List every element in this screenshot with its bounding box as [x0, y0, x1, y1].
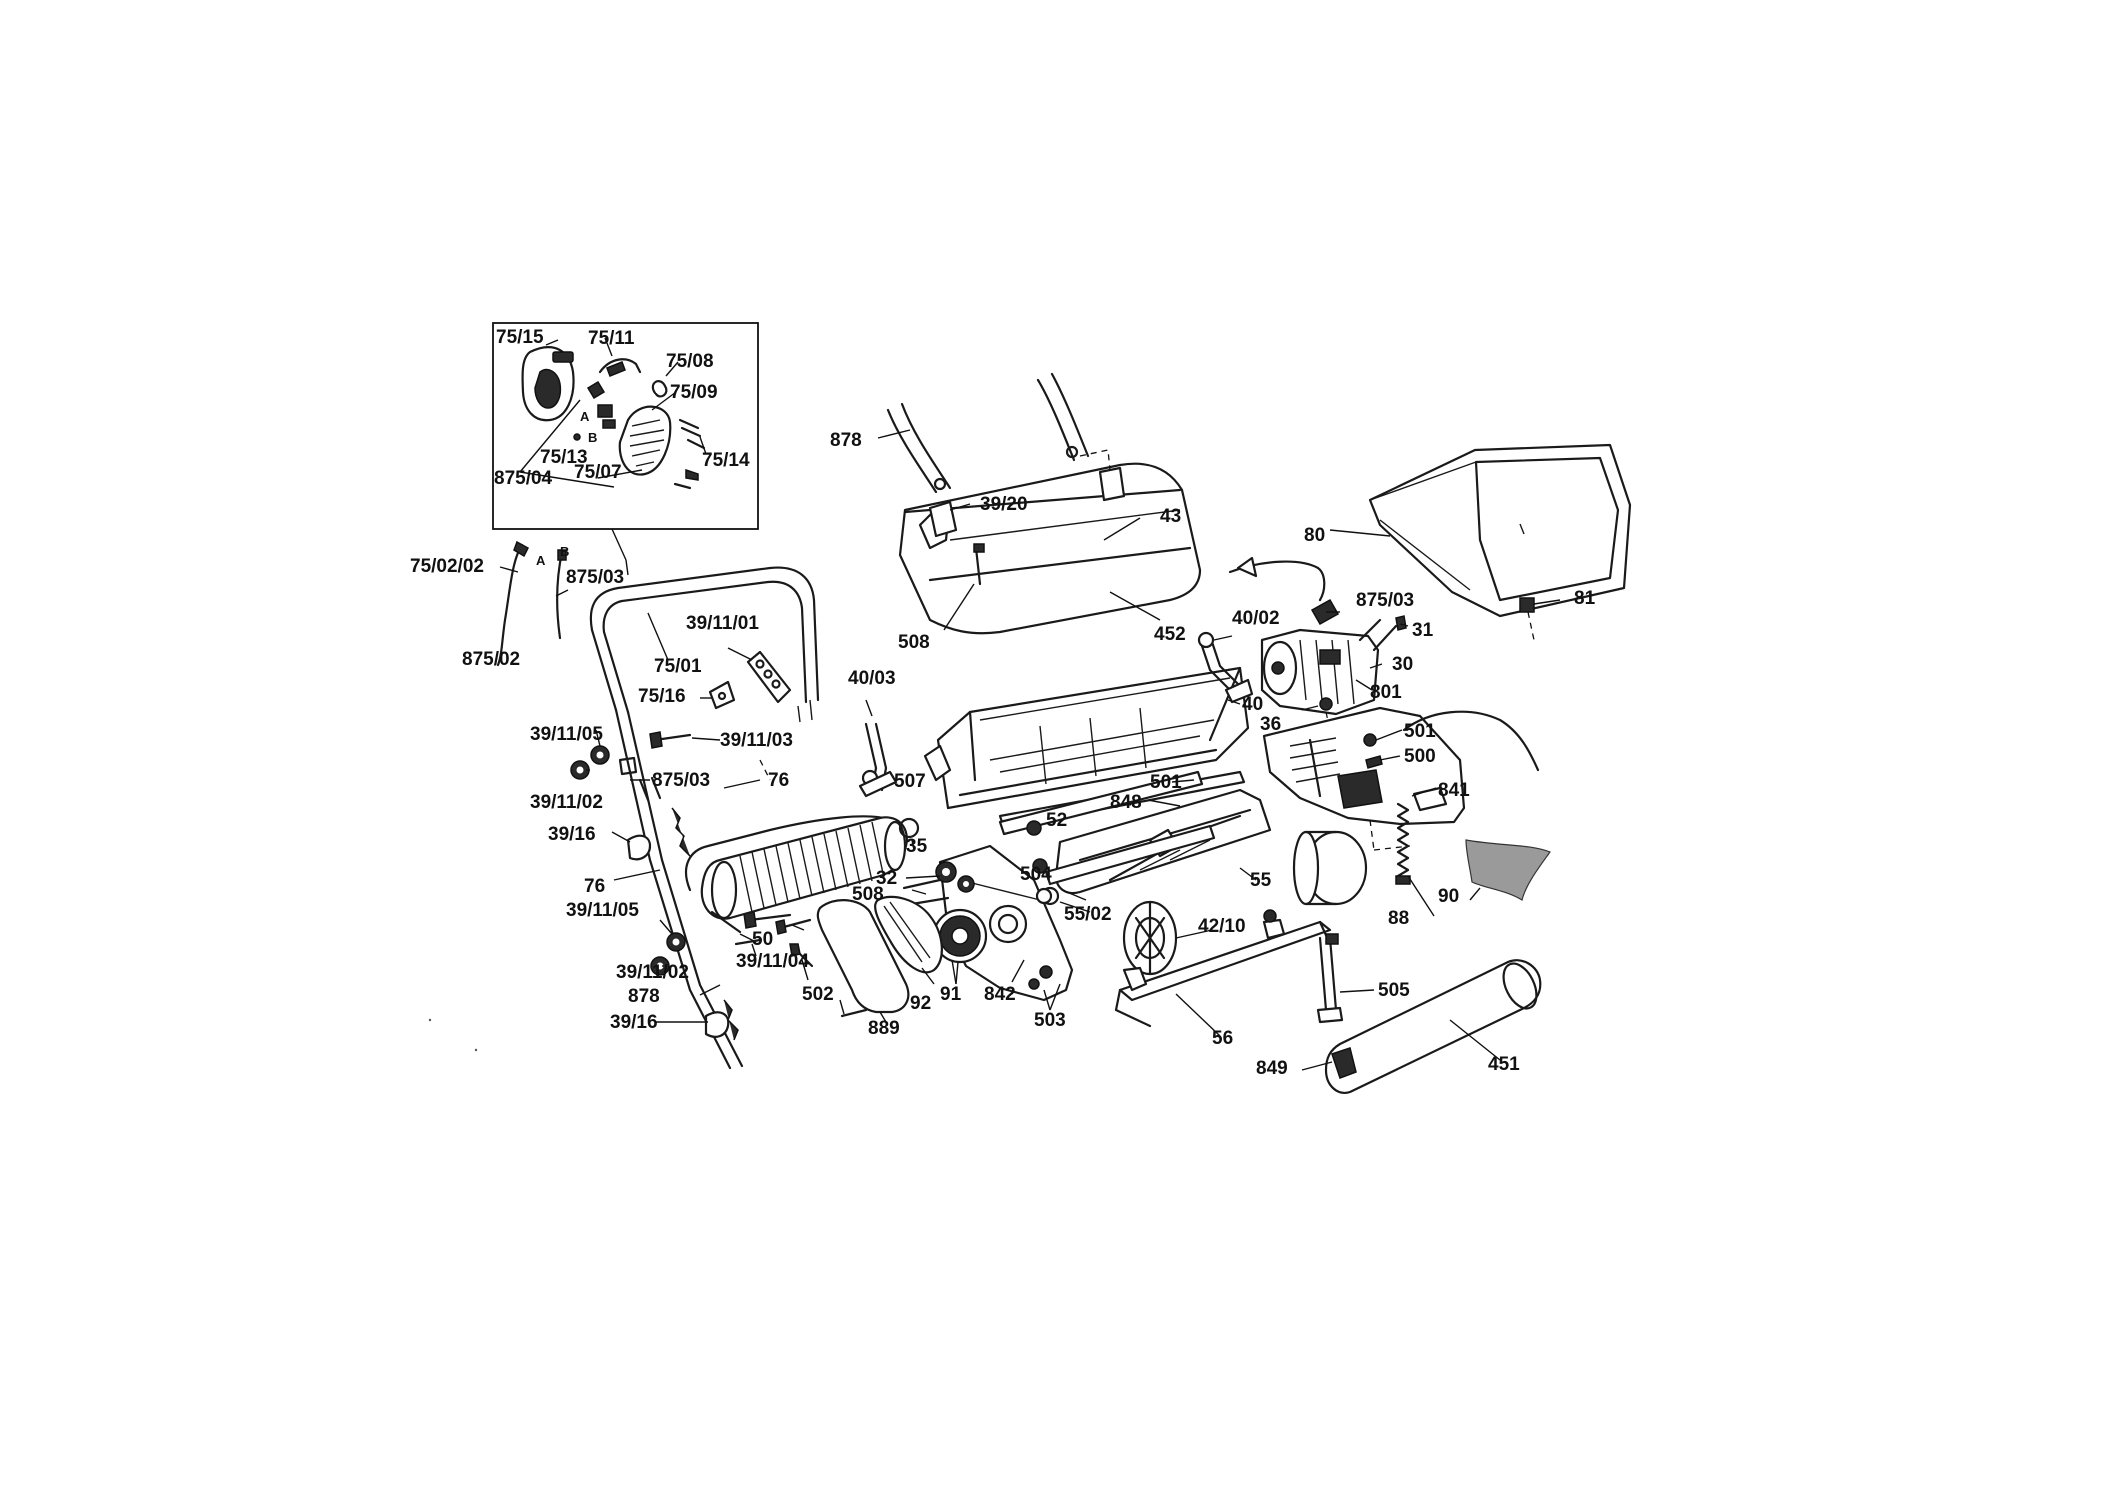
callout-875-03-cable: 875/03 — [566, 567, 624, 588]
callout-50: 50 — [752, 929, 773, 950]
callout-889: 889 — [868, 1018, 900, 1039]
callout-b-inset: B — [588, 430, 597, 445]
upper-handle — [589, 566, 820, 723]
callout-39-11-02-lower: 39/11/02 — [616, 962, 689, 983]
callout-75-08: 75/08 — [666, 351, 714, 372]
callout-31: 31 — [1412, 620, 1434, 641]
callout-76-upper: 76 — [768, 770, 789, 791]
callout-801: 801 — [1370, 682, 1402, 703]
callout-451: 451 — [1488, 1054, 1520, 1075]
cable-assembly — [496, 540, 569, 667]
drive-side-plate — [775, 844, 1087, 1023]
callout-39-11-01: 39/11/01 — [686, 613, 759, 634]
grass-box-lid — [877, 372, 1202, 635]
callout-75-13: 75/13 — [540, 447, 588, 468]
callout-39-11-04: 39/11/04 — [736, 951, 809, 972]
callout-452: 452 — [1154, 624, 1186, 645]
callout-75-14: 75/14 — [702, 450, 750, 471]
callout-55: 55 — [1250, 870, 1272, 891]
callout-502: 502 — [802, 984, 834, 1005]
roller-bolts — [734, 938, 814, 981]
callout-b-cable: B — [560, 544, 569, 559]
mower-deck — [998, 770, 1272, 895]
callout-878-lower: 878 — [628, 986, 660, 1007]
callout-40: 40 — [1242, 694, 1263, 715]
callout-875-02: 875/02 — [462, 649, 520, 670]
callout-40-03: 40/03 — [848, 668, 896, 689]
height-adjust-levers — [858, 631, 1254, 798]
callout-75-15: 75/15 — [496, 327, 544, 348]
callout-43: 43 — [1160, 506, 1181, 527]
handle-fasteners — [570, 729, 792, 976]
callout-35: 35 — [906, 836, 928, 857]
callout-39-16-upper: 39/16 — [548, 824, 596, 845]
rear-roller — [684, 815, 920, 943]
callout-75-01: 75/01 — [654, 656, 702, 677]
switch-cover — [618, 405, 672, 476]
wheel — [1035, 830, 1368, 976]
callout-508-top: 508 — [898, 632, 930, 653]
callout-40-02: 40/02 — [1232, 608, 1280, 629]
callout-75-09: 75/09 — [670, 382, 718, 403]
callout-503: 503 — [1034, 1010, 1066, 1031]
callout-75-07: 75/07 — [574, 462, 622, 483]
callout-39-11-02-upper: 39/11/02 — [530, 792, 603, 813]
callout-75-16: 75/16 — [638, 686, 686, 707]
switch-lever — [598, 358, 642, 374]
callout-30: 30 — [1392, 654, 1413, 675]
callout-labels: 75/15 75/11 75/08 75/09 A B 75/13 75/14 … — [410, 327, 1596, 1079]
callout-36: 36 — [1260, 714, 1281, 735]
callout-56: 56 — [1212, 1028, 1233, 1049]
callout-32: 32 — [876, 868, 897, 889]
callout-90: 90 — [1438, 886, 1459, 907]
callout-875-03-motor: 875/03 — [1356, 590, 1414, 611]
callout-39-11-03: 39/11/03 — [720, 730, 793, 751]
callout-39-11-05-lower: 39/11/05 — [566, 900, 639, 921]
callout-501-right: 501 — [1404, 721, 1436, 742]
callout-848: 848 — [1110, 792, 1142, 813]
callout-504: 504 — [1020, 864, 1052, 885]
front-axle-bracket — [1114, 909, 1332, 1037]
motor-housing — [1262, 706, 1540, 851]
callout-a-cable: A — [536, 553, 546, 568]
handle-bracket — [700, 647, 792, 710]
callout-88: 88 — [1388, 908, 1409, 929]
callout-841: 841 — [1438, 780, 1470, 801]
callout-91: 91 — [940, 984, 962, 1005]
deflector-flap — [1465, 839, 1551, 901]
callout-39-16-lower: 39/16 — [610, 1012, 658, 1033]
lower-handle — [611, 708, 771, 1070]
callout-507: 507 — [894, 771, 926, 792]
callout-75-11: 75/11 — [588, 328, 635, 349]
callout-39-11-05-upper: 39/11/05 — [530, 724, 603, 745]
callout-39-20: 39/20 — [980, 494, 1028, 515]
callout-55-02: 55/02 — [1064, 904, 1112, 925]
callout-500: 500 — [1404, 746, 1436, 767]
callout-80: 80 — [1304, 525, 1325, 546]
callout-92: 92 — [910, 993, 931, 1014]
callout-75-02-02: 75/02/02 — [410, 556, 484, 577]
callout-52: 52 — [1046, 810, 1067, 831]
callout-42-10: 42/10 — [1198, 916, 1246, 937]
callout-875-03-handle: 875/03 — [652, 770, 710, 791]
callout-76-lower: 76 — [584, 876, 605, 897]
grass-collector-bag — [1329, 443, 1632, 641]
motor-assembly — [1228, 556, 1409, 731]
callout-875-04: 875/04 — [494, 468, 553, 489]
scan-marks — [428, 1018, 478, 1052]
callout-842: 842 — [984, 984, 1016, 1005]
callout-508-lower: 508 — [852, 884, 884, 905]
callout-81: 81 — [1574, 588, 1596, 609]
callout-501-mid: 501 — [1150, 772, 1182, 793]
callout-849: 849 — [1256, 1058, 1288, 1079]
callout-a-inset: A — [580, 409, 590, 424]
switch-detail-inset — [492, 322, 759, 576]
spring-and-bolt — [1316, 802, 1435, 1024]
callout-505: 505 — [1378, 980, 1410, 1001]
front-roller — [1301, 959, 1542, 1094]
callout-878-top: 878 — [830, 430, 862, 451]
